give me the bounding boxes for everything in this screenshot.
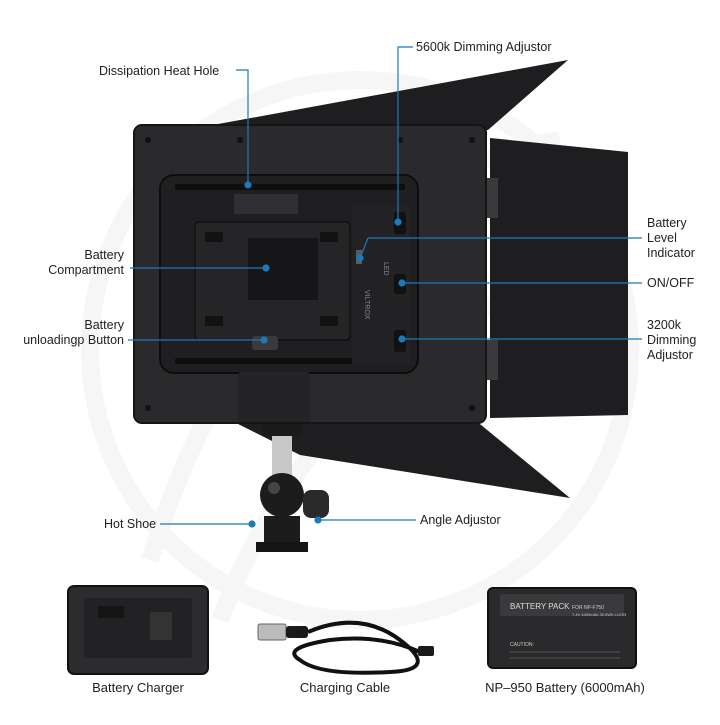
ball-head (256, 424, 329, 552)
hinge (486, 178, 498, 218)
label-5600k-dimming: 5600k Dimming Adjustor (416, 40, 552, 54)
angle-adjust-knob[interactable] (303, 490, 329, 518)
label-patch (234, 194, 298, 214)
caption-charging-cable: Charging Cable (299, 680, 391, 695)
hot-shoe-foot (256, 542, 308, 552)
label-on-off: ON/OFF (647, 276, 695, 290)
battery-caution-print: CAUTION: (510, 642, 534, 648)
label-dissipation-heat-hole: Dissipation Heat Hole (99, 64, 220, 78)
battery-compartment (248, 238, 318, 300)
label-battery-unloading-button: Battery unloadingp Button (23, 318, 124, 347)
panel-screws (145, 137, 475, 411)
caption-battery-charger: Battery Charger (92, 680, 184, 695)
led-print: LED (382, 262, 389, 276)
np950-battery-image: BATTERY PACK FOR NP-F750 7.4V 4400mAh 30… (487, 587, 637, 669)
label-battery-level-indicator: Battery Level Indicator (647, 216, 695, 260)
right-barn-door (490, 138, 628, 418)
label-hot-shoe: Hot Shoe (104, 517, 157, 531)
battery-pack-print: BATTERY PACK (510, 602, 570, 611)
charging-cable-image (257, 620, 434, 675)
hinge (486, 340, 498, 380)
heat-holes (175, 184, 405, 364)
brand-print: VILTROX (363, 290, 370, 320)
bottom-barn-door (230, 420, 570, 498)
label-angle-adjustor: Angle Adjustor (420, 513, 501, 527)
label-3200k-dimming: 3200k Dimming Adjustor (647, 318, 697, 362)
mount-block (238, 372, 310, 422)
battery-model-print: FOR NP-F750 (572, 605, 604, 611)
battery-clips (205, 232, 338, 326)
caption-np950-battery: NP–950 Battery (6000mAh) (485, 680, 645, 695)
battery-spec-print: 7.4V 4400mAh 30.5Wh LI-ION (572, 612, 626, 617)
battery-charger-image (67, 585, 209, 675)
label-battery-compartment: Battery Compartment (48, 248, 124, 277)
callout-lines (128, 46, 642, 528)
